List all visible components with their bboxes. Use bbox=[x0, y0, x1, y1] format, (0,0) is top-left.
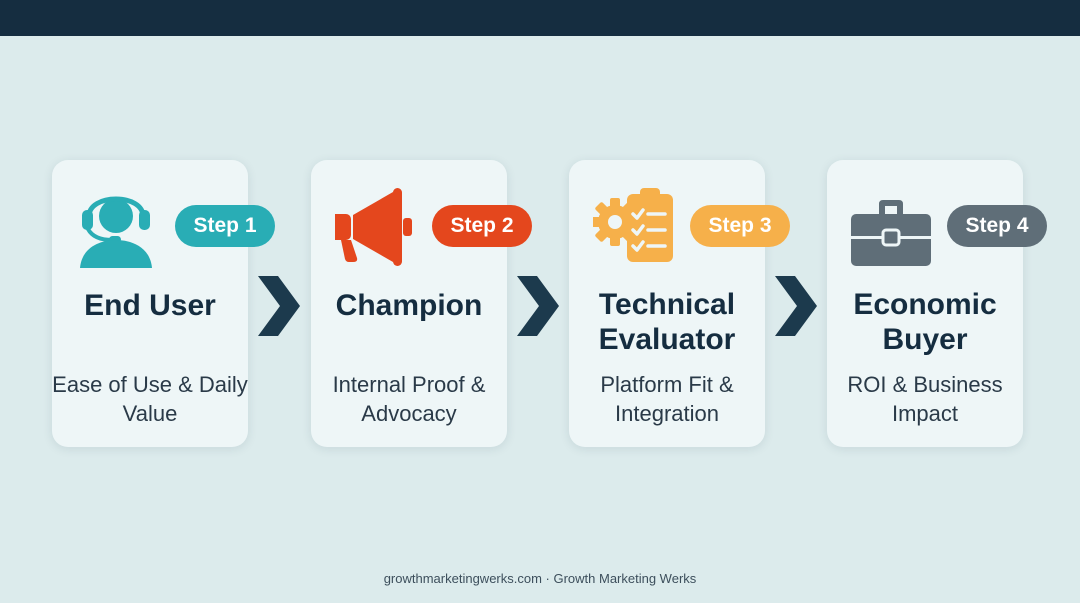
top-bar bbox=[0, 0, 1080, 36]
step-description: Platform Fit & Integration bbox=[600, 372, 734, 426]
chevron-right-icon bbox=[773, 274, 819, 338]
briefcase-icon bbox=[851, 184, 931, 268]
step-badge: Step 3 bbox=[690, 205, 790, 247]
step-description: Internal Proof & Advocacy bbox=[332, 372, 486, 426]
headset-user-icon bbox=[76, 184, 156, 268]
footer-credit: growthmarketingwerks.com · Growth Market… bbox=[383, 571, 697, 586]
gear-checklist-icon bbox=[593, 184, 673, 268]
step-badge: Step 4 bbox=[947, 205, 1047, 247]
chevron-right-icon bbox=[515, 274, 561, 338]
step-card-end-user: Step 1 End User Ease of Use & Daily Valu… bbox=[52, 160, 275, 447]
step-title: Economic Buyer bbox=[853, 288, 997, 356]
step-badge: Step 2 bbox=[432, 205, 532, 247]
step-card-economic-buyer: Step 4 Economic Buyer ROI & Business Imp… bbox=[827, 160, 1047, 447]
chevron-right-icon bbox=[256, 274, 302, 338]
step-title: Technical Evaluator bbox=[598, 288, 736, 356]
step-description: Ease of Use & Daily Value bbox=[52, 372, 248, 426]
step-card-champion: Step 2 Champion Internal Proof & Advocac… bbox=[311, 160, 532, 447]
step-description: ROI & Business Impact bbox=[847, 372, 1003, 426]
step-title: End User bbox=[84, 289, 216, 322]
megaphone-icon bbox=[335, 184, 415, 268]
step-badge: Step 1 bbox=[175, 205, 275, 247]
step-card-technical-evaluator: Step 3 Technical Evaluator Platform Fit … bbox=[569, 160, 790, 447]
step-title: Champion bbox=[335, 289, 483, 322]
